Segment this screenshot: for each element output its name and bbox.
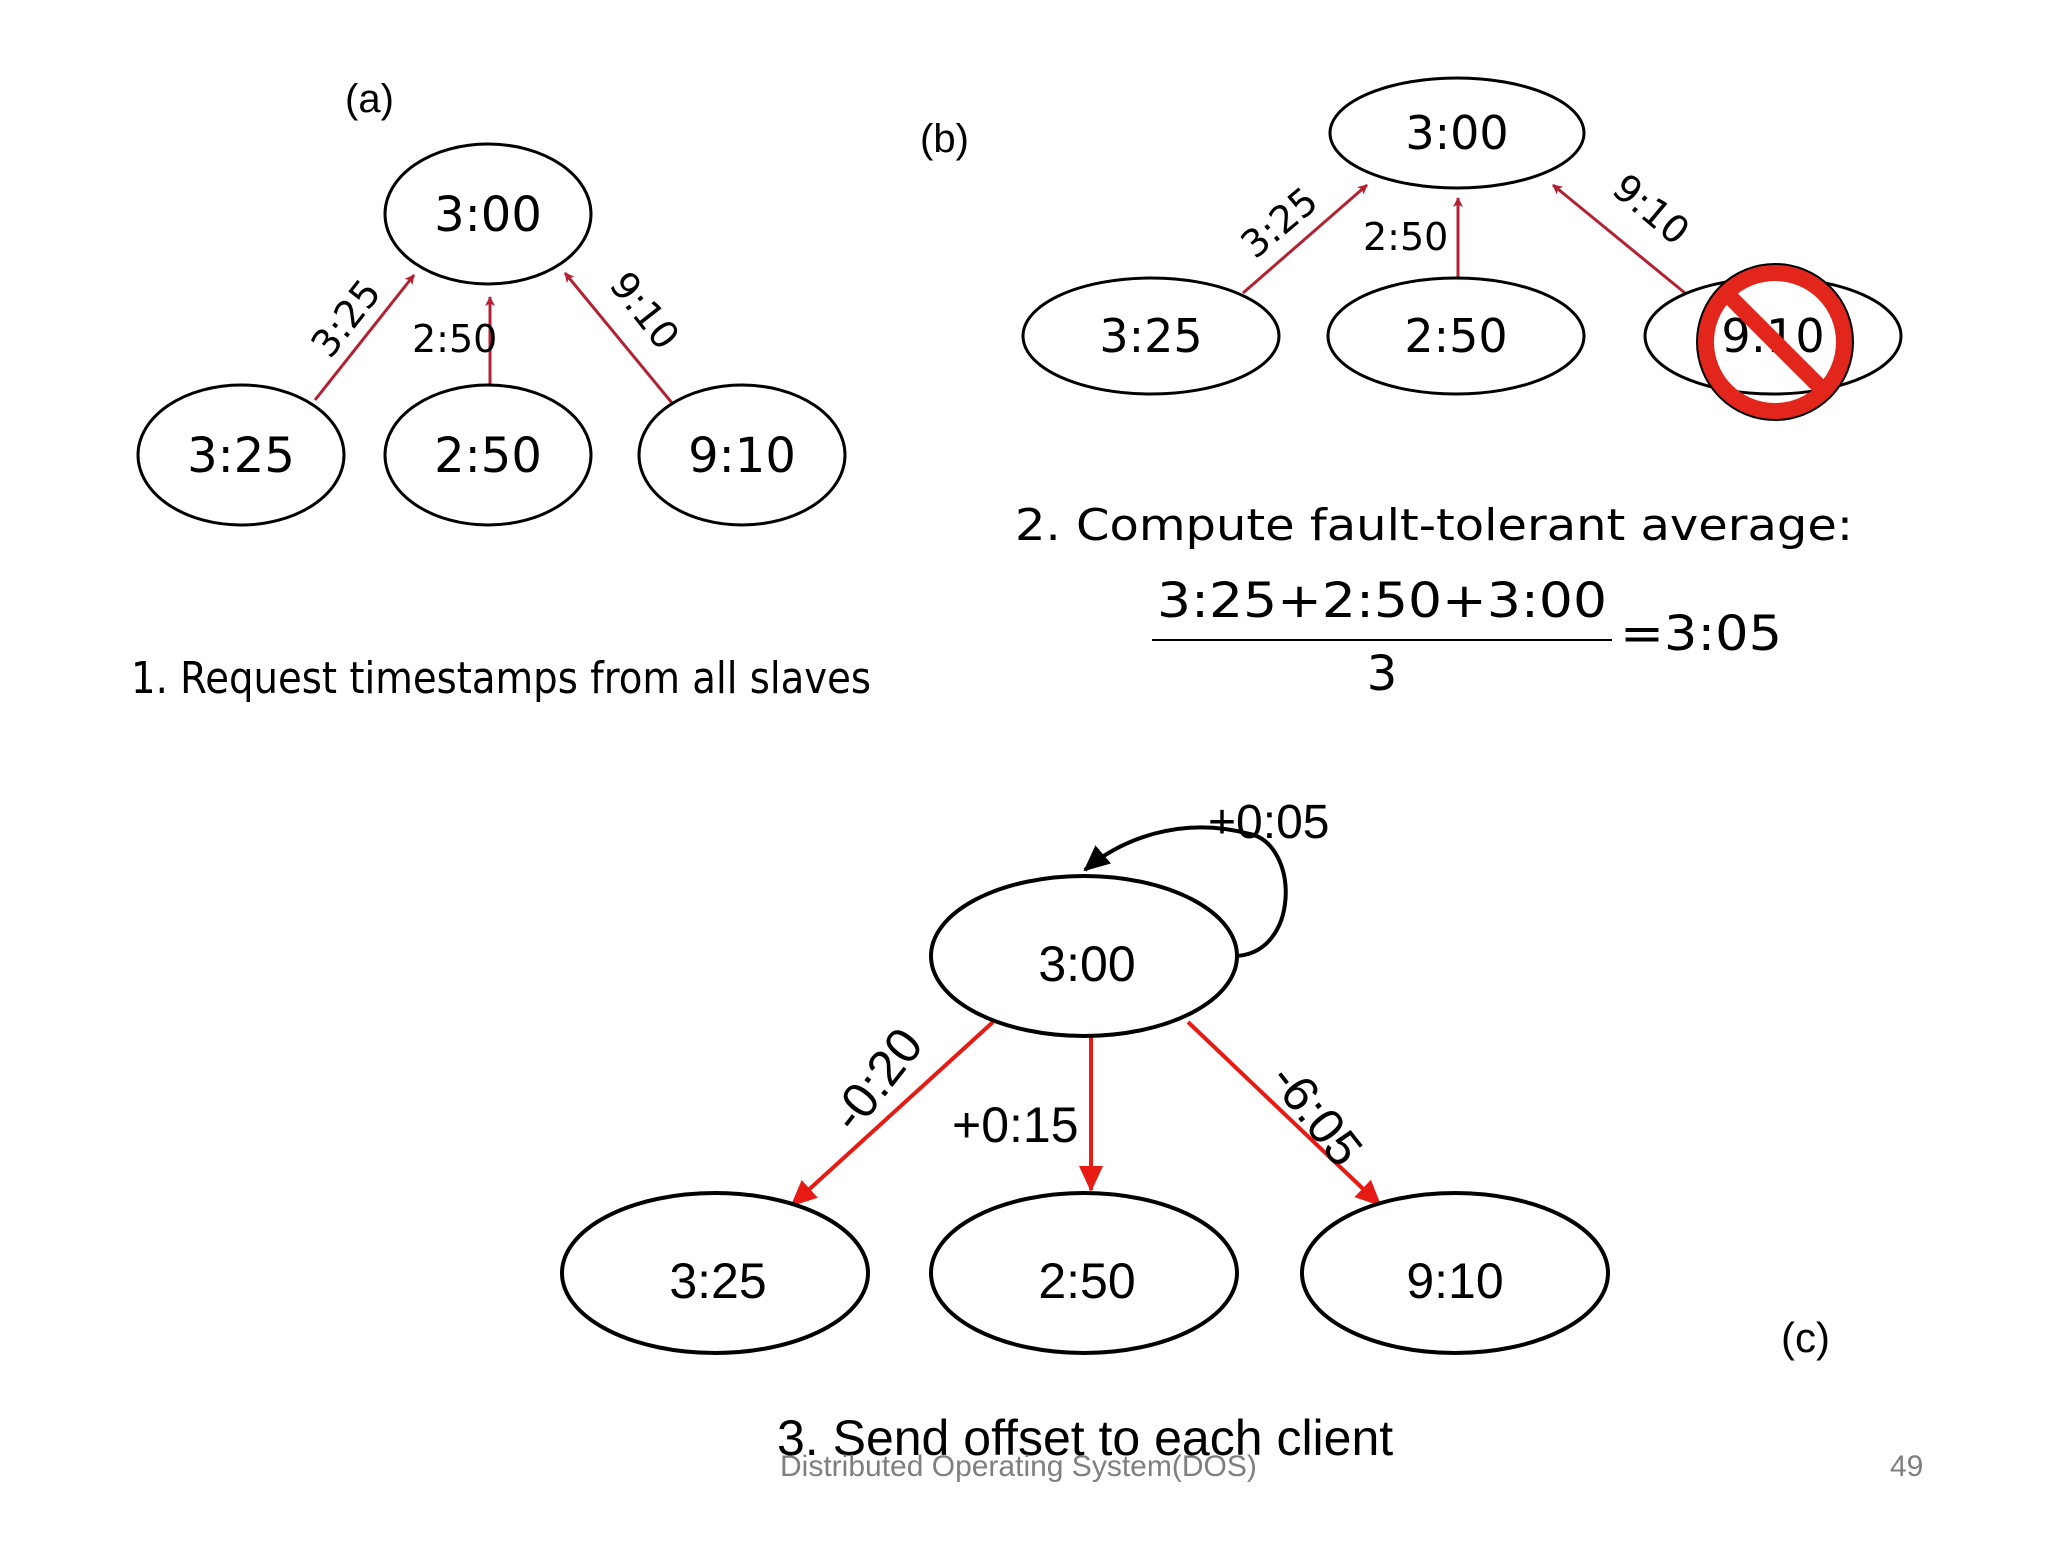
edge-a-left: [313, 274, 416, 401]
slave-node-a-2-label: 2:50: [434, 428, 542, 484]
master-node-b: [1328, 76, 1586, 190]
panel-b-caption: 2. Compute fault-tolerant average:: [1015, 500, 1853, 551]
slave-node-a-3: [637, 383, 847, 527]
edge-a-label-middle: 2:50: [412, 317, 497, 361]
panel-a-caption: 1. Request timestamps from all slaves: [131, 653, 871, 704]
slide-footer: Distributed Operating System(DOS) 49: [780, 1450, 1923, 1483]
slave-node-a-3-label: 9:10: [688, 428, 796, 484]
master-node-b-label: 3:00: [1405, 106, 1508, 160]
edge-b-label-left: 3:25: [1233, 178, 1327, 267]
slave-node-b-2: [1326, 276, 1586, 396]
self-loop-edge: [1083, 825, 1288, 958]
panel-b: (b) 3:25 2:50 9:10 3:00 3:25 2:50 9:10 2…: [920, 76, 1903, 702]
master-node-c-label: 3:00: [1038, 936, 1135, 992]
master-node-a: [383, 142, 593, 286]
edge-c-label-middle: +0:15: [952, 1097, 1079, 1153]
edge-b-right: [1552, 183, 1686, 295]
prohibition-icon: [1696, 263, 1854, 421]
edge-b-label-right: 9:10: [1604, 165, 1698, 254]
formula-denominator: 3: [1367, 646, 1398, 702]
formula-numerator: 3:25+2:50+3:00: [1157, 573, 1607, 629]
client-node-c-1: [560, 1191, 870, 1355]
edge-a-label-right: 9:10: [601, 263, 688, 357]
edge-c-left: [790, 1020, 995, 1207]
edge-b-label-middle: 2:50: [1363, 215, 1448, 259]
slave-node-b-1: [1021, 276, 1281, 396]
panel-c: +0:05 -0:20 +0:15 -6:05 3:00 3:25 2:50 9…: [560, 796, 1830, 1466]
self-loop-label: +0:05: [1208, 796, 1329, 849]
panel-b-label: (b): [920, 117, 969, 161]
edge-c-label-left: -0:20: [820, 1017, 934, 1141]
edge-c-right: [1186, 1020, 1382, 1207]
client-node-c-3-label: 9:10: [1406, 1253, 1503, 1309]
slave-node-a-2: [383, 383, 593, 527]
panel-c-caption: 3. Send offset to each client: [777, 1410, 1393, 1466]
client-node-c-2-label: 2:50: [1038, 1253, 1135, 1309]
edge-b-left: [1242, 183, 1368, 295]
client-node-c-2: [929, 1191, 1239, 1355]
fault-tolerant-formula: 3:25+2:50+3:00 3 =3:05: [1152, 573, 1782, 702]
client-node-c-1-label: 3:25: [669, 1253, 766, 1309]
footer-page-number: 49: [1890, 1450, 1923, 1483]
edge-c-label-right: -6:05: [1259, 1052, 1373, 1176]
master-node-c: [929, 874, 1239, 1038]
edge-a-label-left: 3:25: [302, 271, 389, 365]
edge-a-right: [563, 272, 674, 404]
slave-node-b-1-label: 3:25: [1099, 309, 1202, 363]
slave-node-b-2-label: 2:50: [1404, 309, 1507, 363]
client-node-c-3: [1300, 1191, 1610, 1355]
panel-a: (a) 3:25 2:50 9:10 3:00 3:25 2:50 9:10 1…: [131, 77, 871, 704]
formula-result: =3:05: [1620, 606, 1782, 662]
panel-a-label: (a): [345, 77, 394, 121]
slave-node-a-1-label: 3:25: [187, 428, 295, 484]
master-node-a-label: 3:00: [434, 187, 542, 243]
panel-c-label: (c): [1781, 1314, 1830, 1361]
footer-course-title: Distributed Operating System(DOS): [780, 1450, 1257, 1483]
slave-node-a-1: [136, 383, 346, 527]
